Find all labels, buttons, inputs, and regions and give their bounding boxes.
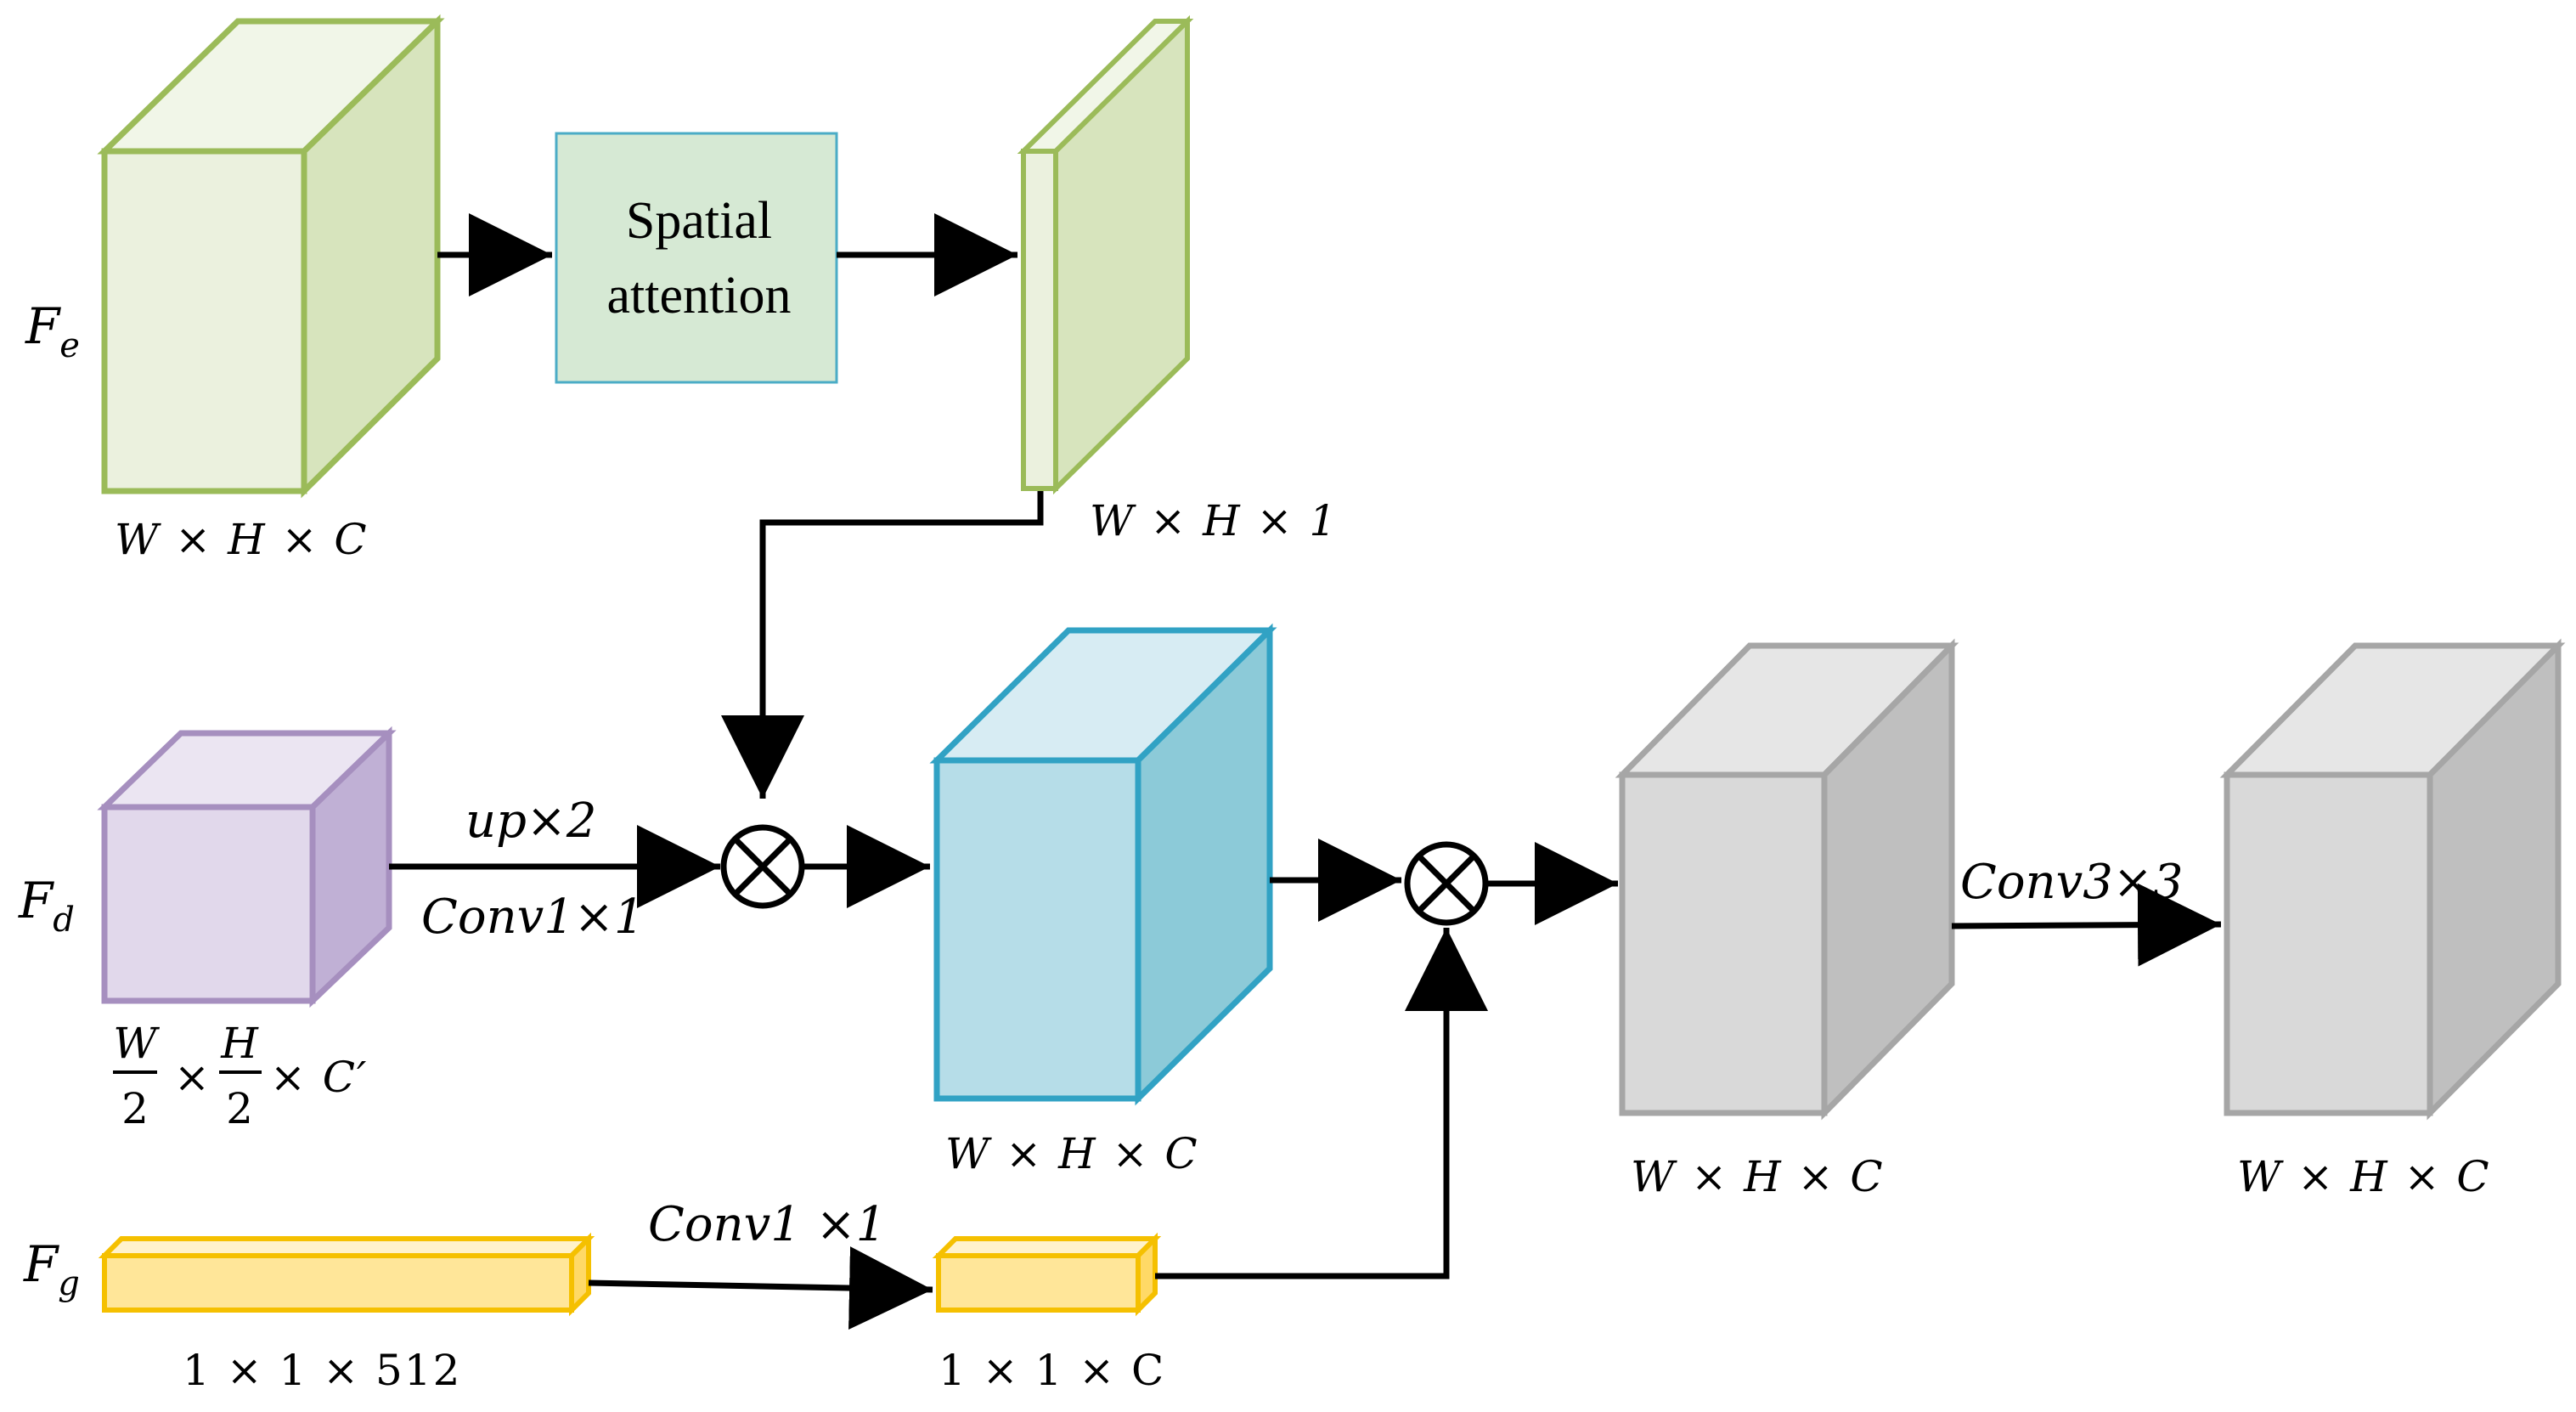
fd-dims-den-1: 2 — [121, 1084, 150, 1133]
fe-symbol: Fe — [25, 297, 80, 365]
multiply-node-2 — [1404, 841, 1489, 926]
fd-dims-h: H — [220, 1019, 260, 1068]
output-cube-2-dims: W × H × C — [2237, 1152, 2491, 1201]
fg-feature-bar — [98, 1232, 595, 1317]
fused-feature-cube — [929, 623, 1277, 1106]
fg-projected-bar — [932, 1232, 1162, 1317]
output-cube-1-dims: W × H × C — [1631, 1152, 1885, 1201]
fg-dims: 1 × 1 × 512 — [183, 1346, 461, 1395]
fd-feature-cube — [97, 726, 397, 1008]
fd-dims-den-2: 2 — [226, 1084, 255, 1133]
fd-dims-times-1: × — [174, 1053, 211, 1102]
multiply-node-1 — [720, 824, 805, 909]
conv3x3-label: Conv3×3 — [1960, 855, 2183, 910]
arrow-gray-1-to-gray-2 — [1951, 883, 2222, 967]
fd-dims-w: W — [113, 1019, 160, 1068]
conv1x1-fd-label: Conv1×1 — [421, 890, 644, 945]
attention-map-slab — [1017, 14, 1194, 495]
spatial-attention-label-line2: attention — [607, 267, 792, 325]
fg-symbol: Fg — [23, 1235, 80, 1303]
fd-dims-rest: × C′ — [270, 1053, 368, 1102]
arrow-small-to-multiply-2 — [1155, 928, 1488, 1279]
fd-symbol: Fd — [18, 872, 75, 940]
output-cube-2 — [2219, 638, 2566, 1121]
fe-feature-cube — [97, 14, 445, 499]
fd-dims: W 2 × H 2 × C′ — [113, 1019, 368, 1133]
conv1x1-fg-label: Conv1 ×1 — [648, 1197, 886, 1252]
attention-map-dims: W × H × 1 — [1090, 496, 1338, 545]
arrow-map-to-multiply-1 — [721, 491, 1044, 799]
spatial-attention-label-line1: Spatial — [626, 192, 772, 250]
output-cube-1 — [1615, 638, 1959, 1121]
arrow-fg-to-small — [588, 1246, 933, 1330]
up-sample-label: up×2 — [465, 794, 596, 849]
spatial-attention-box — [555, 132, 838, 384]
fe-dims: W × H × C — [115, 515, 369, 564]
fused-feature-dims: W × H × C — [945, 1129, 1199, 1178]
fg-projected-dims: 1 × 1 × C — [939, 1346, 1165, 1395]
